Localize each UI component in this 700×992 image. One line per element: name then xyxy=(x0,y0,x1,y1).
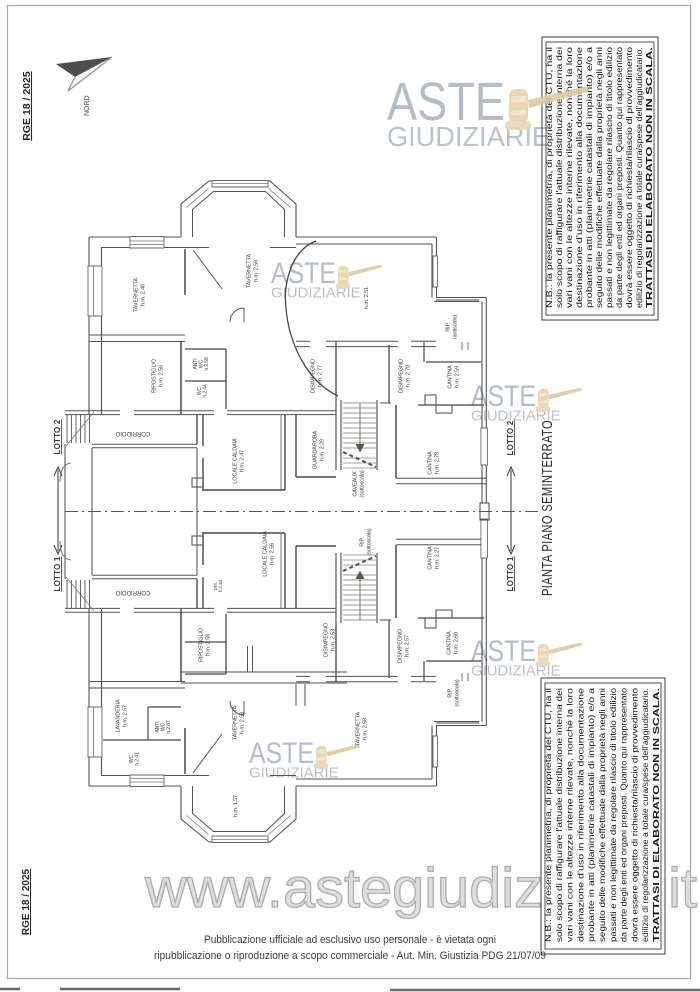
svg-text:h.2.34: h.2.34 xyxy=(218,579,223,592)
svg-text:GIUDIZIARIE: GIUDIZIARIE xyxy=(471,662,561,679)
svg-text:CANTINA: CANTINA xyxy=(427,546,433,570)
svg-text:da parte degli enti ed organi: da parte degli enti ed organi preposti. … xyxy=(619,688,629,942)
svg-text:RIPOSTIGLIO: RIPOSTIGLIO xyxy=(151,358,157,393)
svg-text:ANTI: ANTI xyxy=(155,722,161,733)
svg-text:h.m. 1.57: h.m. 1.57 xyxy=(233,795,239,817)
svg-text:CORRIDOIO: CORRIDOIO xyxy=(115,430,150,436)
svg-text:(sottoscala): (sottoscala) xyxy=(359,470,365,497)
svg-text:LAVANDERIA: LAVANDERIA xyxy=(115,699,121,732)
svg-text:solo scopo di raffigurare l'at: solo scopo di raffigurare l'attuale dist… xyxy=(554,47,564,308)
svg-text:CORRIDOIO: CORRIDOIO xyxy=(115,589,150,595)
svg-text:LOCALE CALDAIA: LOCALE CALDAIA xyxy=(262,531,268,577)
svg-text:ASTE: ASTE xyxy=(271,257,336,290)
svg-text:GIUDIZIARIE: GIUDIZIARIE xyxy=(271,284,361,301)
svg-text:WC: WC xyxy=(197,386,203,395)
svg-text:TAVERNETTA: TAVERNETTA xyxy=(232,705,238,740)
svg-text:h.m. 2.58: h.m. 2.58 xyxy=(239,712,245,734)
svg-text:DIS.: DIS. xyxy=(213,582,218,591)
svg-text:edilizio di regolarizzazione a: edilizio di regolarizzazione a totale cu… xyxy=(634,47,644,308)
svg-text:CANTINA: CANTINA xyxy=(446,631,452,655)
svg-text:(sottoscala): (sottoscala) xyxy=(366,528,372,555)
svg-text:h.m. 2.78: h.m. 2.78 xyxy=(434,452,440,474)
svg-text:LOCALE CALDAIA: LOCALE CALDAIA xyxy=(232,438,238,484)
svg-text:LOTTO 1: LOTTO 1 xyxy=(506,556,515,591)
svg-text:h.m. 2.58: h.m. 2.58 xyxy=(205,634,211,656)
svg-text:LOTTO 2: LOTTO 2 xyxy=(53,419,62,454)
svg-text:Pubblicazione ufficiale ad esc: Pubblicazione ufficiale ad esclusivo uso… xyxy=(204,934,496,946)
svg-text:h 2.58: h 2.58 xyxy=(204,357,210,371)
svg-text:passati e non legittimate da r: passati e non legittimate da regolare ri… xyxy=(608,688,618,942)
svg-text:LOTTO 2: LOTTO 2 xyxy=(506,420,515,455)
svg-text:h.m. 2.48: h.m. 2.48 xyxy=(140,284,146,306)
svg-text:h.m. 2.57: h.m. 2.57 xyxy=(122,705,128,727)
svg-text:h.m. 2.60: h.m. 2.60 xyxy=(453,632,459,654)
svg-text:LOTTO 1: LOTTO 1 xyxy=(53,556,62,591)
svg-text:(sottoscala): (sottoscala) xyxy=(454,679,460,706)
svg-text:RGE 18 / 2025: RGE 18 / 2025 xyxy=(21,868,32,935)
svg-text:WC: WC xyxy=(161,722,167,731)
svg-text:dovrà essere oggetto di richie: dovrà essere oggetto di richiesta/rilasc… xyxy=(624,47,634,308)
svg-text:RIP.: RIP. xyxy=(447,688,453,698)
svg-text:TRATTASI DI ELABORATO NON IN S: TRATTASI DI ELABORATO NON IN SCALA. xyxy=(644,47,654,308)
svg-text:DISIMPEGNO: DISIMPEGNO xyxy=(310,358,316,393)
svg-text:h.m. 2.57: h.m. 2.57 xyxy=(404,635,410,657)
svg-text:CAVEAUX: CAVEAUX xyxy=(352,471,358,497)
svg-text:DISIMPEGNO: DISIMPEGNO xyxy=(398,358,404,393)
svg-text:ANTI: ANTI xyxy=(193,359,199,370)
svg-text:WC: WC xyxy=(129,754,135,763)
svg-text:vari vani con le altezze inter: vari vani con le altezze interne rilevat… xyxy=(564,47,574,308)
svg-text:seguito delle modifiche effett: seguito delle modifiche effettuate dalla… xyxy=(594,47,604,308)
svg-text:h.m. 2.77: h.m. 2.77 xyxy=(317,365,323,387)
svg-text:CANTINA: CANTINA xyxy=(447,365,453,389)
svg-text:TRATTASI DI ELABORATO NON IN S: TRATTASI DI ELABORATO NON IN SCALA. xyxy=(651,688,661,942)
svg-text:GIUDIZIARIE: GIUDIZIARIE xyxy=(249,764,339,781)
svg-text:da parte degli enti ed organi: da parte degli enti ed organi preposti. … xyxy=(614,47,624,308)
svg-text:h.m. 2.58: h.m. 2.58 xyxy=(253,260,259,282)
svg-text:h.m. 2.58: h.m. 2.58 xyxy=(158,365,164,387)
svg-text:h.m. 2.29: h.m. 2.29 xyxy=(319,439,325,461)
svg-text:solo scopo di raffigurare l'at: solo scopo di raffigurare l'attuale dist… xyxy=(554,688,564,942)
svg-text:DISIMPEGNO: DISIMPEGNO xyxy=(323,622,329,657)
svg-text:N.B.: la presente planimetria,: N.B.: la presente planimetria, di propri… xyxy=(543,688,553,942)
svg-text:h.2.67: h.2.67 xyxy=(166,720,172,734)
svg-text:h.2.41: h.2.41 xyxy=(134,752,140,766)
svg-text:h.m. 2.53: h.m. 2.53 xyxy=(330,629,336,651)
svg-text:h.m. 2.47: h.m. 2.47 xyxy=(239,450,245,472)
svg-text:DISIMPEGNO: DISIMPEGNO xyxy=(397,628,403,663)
svg-text:WC: WC xyxy=(199,359,205,368)
svg-text:destinazione d'uso in riferime: destinazione d'uso in riferimento alla d… xyxy=(574,47,584,308)
svg-text:NORD: NORD xyxy=(84,95,91,116)
svg-text:h.m. 2.59: h.m. 2.59 xyxy=(454,366,460,388)
svg-text:CANTINA: CANTINA xyxy=(427,451,433,475)
svg-text:vari vani con le altezze inter: vari vani con le altezze interne rilevat… xyxy=(565,688,575,942)
svg-text:h.2.44: h.2.44 xyxy=(202,384,208,398)
svg-text:TAVERNETTA: TAVERNETTA xyxy=(246,253,252,288)
svg-text:GUARDAROBA: GUARDAROBA xyxy=(312,431,318,470)
svg-text:PIANTA PIANO SEMINTERRATO: PIANTA PIANO SEMINTERRATO xyxy=(540,420,556,596)
svg-text:seguito delle modifiche effett: seguito delle modifiche effettuate dalla… xyxy=(597,688,607,942)
svg-text:RGE 18 / 2025: RGE 18 / 2025 xyxy=(21,71,33,141)
svg-text:ASTE: ASTE xyxy=(249,737,314,770)
svg-text:ripubblicazione o riproduzione: ripubblicazione o riproduzione a scopo c… xyxy=(154,950,546,962)
svg-text:dovrà essere oggetto di richie: dovrà essere oggetto di richiesta/rilasc… xyxy=(629,688,639,942)
svg-text:probante in atti (planimetrie: probante in atti (planimetrie catastali … xyxy=(586,688,596,942)
svg-text:h.m. 2.58: h.m. 2.58 xyxy=(362,718,368,740)
svg-text:probante in atti (planimetrie: probante in atti (planimetrie catastali … xyxy=(584,47,594,308)
svg-text:GIUDIZIARIE: GIUDIZIARIE xyxy=(471,407,561,424)
svg-text:RIPOSTIGLIO: RIPOSTIGLIO xyxy=(198,627,204,662)
svg-text:(antiscale): (antiscale) xyxy=(452,315,458,340)
svg-text:edilizio di regolarizzazione a: edilizio di regolarizzazione a totale cu… xyxy=(640,688,650,942)
svg-text:h.m. 2.56: h.m. 2.56 xyxy=(269,543,275,565)
svg-text:passati e non legittimate da r: passati e non legittimate da regolare ri… xyxy=(604,47,614,308)
svg-text:h.m. 2.51: h.m. 2.51 xyxy=(364,287,370,309)
svg-text:destinazione d'uso in riferime: destinazione d'uso in riferimento alla d… xyxy=(575,688,585,942)
svg-text:ASTE: ASTE xyxy=(387,72,505,132)
svg-text:N.B.: la presente planimetria,: N.B.: la presente planimetria, di propri… xyxy=(544,47,554,308)
svg-text:h.m. 2.78: h.m. 2.78 xyxy=(405,365,411,387)
svg-text:TAVERNETTA: TAVERNETTA xyxy=(355,711,361,746)
svg-text:RIP.: RIP. xyxy=(445,322,451,332)
svg-text:h.m. 2.27: h.m. 2.27 xyxy=(434,547,440,569)
svg-text:TAVERNETTA: TAVERNETTA xyxy=(133,277,139,312)
svg-text:RIP.: RIP. xyxy=(359,537,365,547)
